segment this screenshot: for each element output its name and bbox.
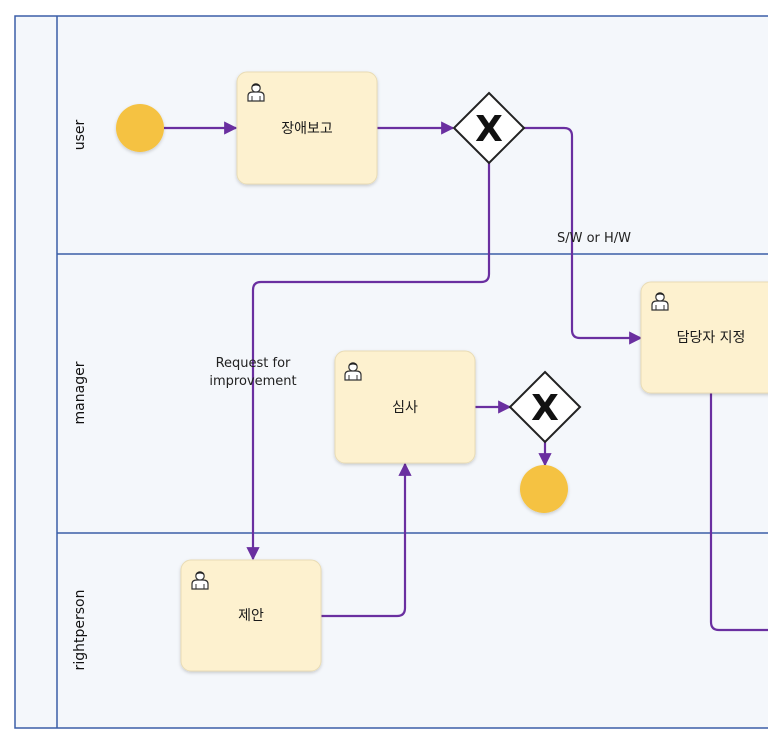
task-box — [640, 281, 768, 394]
task-label: 제안 — [238, 608, 264, 624]
gateway-x-icon: X — [475, 109, 503, 150]
end-event[interactable] — [520, 465, 568, 513]
sequence-flows — [164, 121, 768, 632]
task-propose[interactable]: 제안 — [180, 559, 322, 672]
flow-propose-to-review[interactable] — [321, 462, 412, 618]
gateway-diamond — [452, 91, 526, 165]
flow-label-request-line1: Request for — [216, 356, 291, 371]
task-report[interactable]: 장애보고 — [236, 71, 378, 185]
flow-gateway-to-propose[interactable] — [246, 162, 491, 561]
start-event[interactable] — [116, 104, 164, 152]
task-box — [180, 559, 322, 672]
task-label: 장애보고 — [281, 121, 333, 137]
flow-label-sw-hw: S/W or H/W — [557, 231, 631, 246]
flow-gateway-to-assign[interactable] — [523, 126, 643, 345]
task-box — [334, 350, 476, 464]
lane-label-user: user — [72, 119, 88, 150]
gateway-diamond — [508, 370, 582, 444]
gateway-x-icon: X — [531, 388, 559, 429]
task-box — [236, 71, 378, 185]
lane-label-rightperson: rightperson — [72, 590, 88, 671]
task-assign[interactable]: 담당자 지정 — [640, 281, 768, 394]
flow-assign-out[interactable] — [709, 393, 768, 632]
task-review[interactable]: 심사 — [334, 350, 476, 464]
flow-label-request-line2: improvement — [209, 374, 296, 389]
pool-border — [14, 15, 768, 729]
task-label: 심사 — [392, 400, 418, 416]
exclusive-gateway-1[interactable]: X — [452, 91, 526, 165]
task-label: 담당자 지정 — [677, 330, 746, 346]
lane-label-manager: manager — [72, 361, 88, 424]
exclusive-gateway-2[interactable]: X — [508, 370, 582, 444]
